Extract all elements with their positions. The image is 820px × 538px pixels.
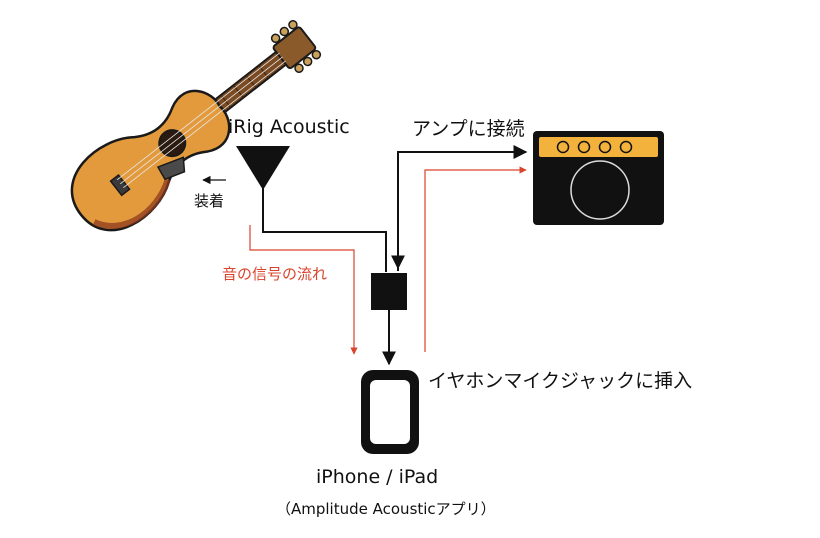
cable-to-adapter: [262, 188, 387, 272]
app-label: （Amplitude Acousticアプリ）: [276, 500, 496, 518]
irig-acoustic-icon: [236, 146, 290, 190]
insert-jack-label: イヤホンマイクジャックに挿入: [428, 370, 693, 392]
amplifier-speaker: [570, 160, 630, 220]
smartphone-icon: [361, 370, 419, 454]
guitar-tuning-pegs: [270, 20, 322, 73]
device-label: iPhone / iPad: [316, 466, 439, 488]
signal-flow-label: 音の信号の流れ: [222, 265, 328, 283]
amplifier-knobs: [556, 140, 633, 154]
irig-acoustic-label: iRig Acoustic: [228, 116, 350, 138]
splitter-adapter-icon: [371, 273, 407, 310]
guitar-bridge: [109, 173, 131, 197]
amplifier-illustration: [533, 131, 664, 225]
guitar-strings: [116, 52, 286, 189]
signal-flow-arrow-down: [249, 225, 358, 355]
cable-to-amp: [397, 145, 528, 271]
guitar-pickguard: [156, 156, 186, 181]
attach-label: 装着: [194, 192, 225, 210]
signal-flow-arrow-to-amp: [424, 166, 527, 352]
acoustic-guitar-illustration: [70, 20, 322, 232]
guitar-body-edge: [92, 178, 171, 229]
connect-amp-label: アンプに接続: [412, 118, 525, 140]
